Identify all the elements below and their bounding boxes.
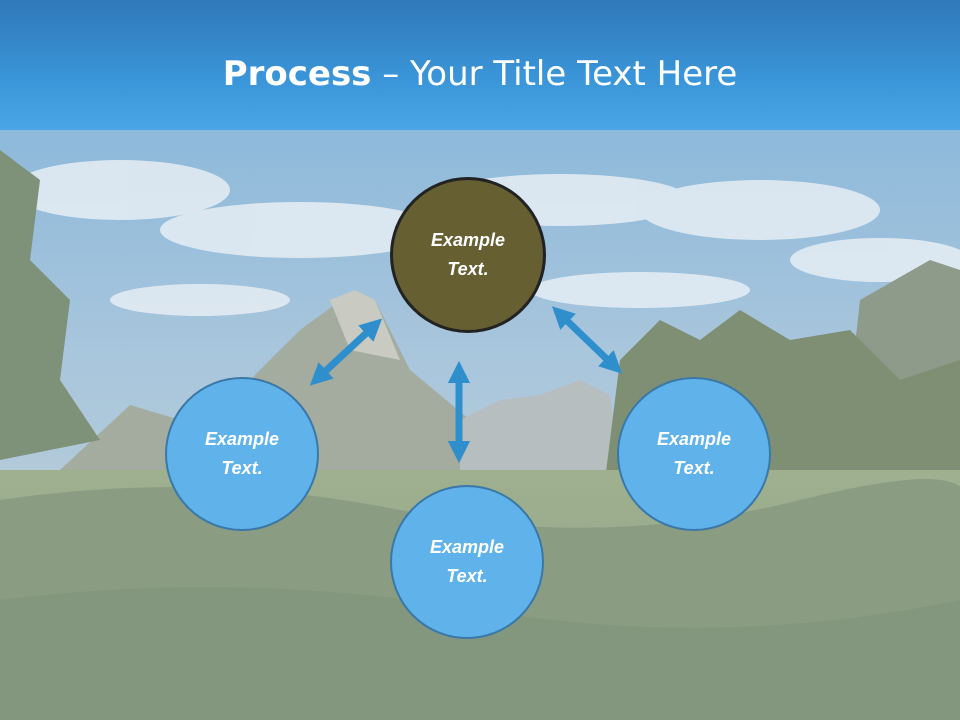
title-bar: [0, 0, 960, 130]
title-bold: Process: [222, 54, 372, 94]
slide-title: Process – Your Title Text Here: [0, 52, 960, 96]
node-top: Example Text.: [390, 177, 546, 333]
title-subtitle: – Your Title Text Here: [371, 54, 738, 94]
node-right: Example Text.: [617, 377, 771, 531]
node-bottom: Example Text.: [390, 485, 544, 639]
node-left: Example Text.: [165, 377, 319, 531]
